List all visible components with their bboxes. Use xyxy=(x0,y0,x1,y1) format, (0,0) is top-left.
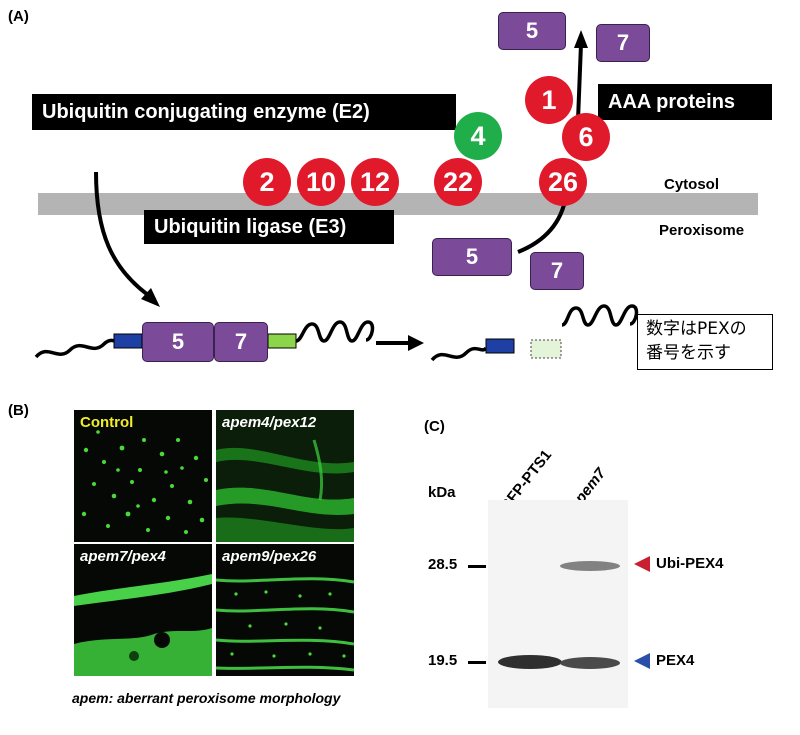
export-arrowhead xyxy=(574,30,588,48)
substrate-tail-left xyxy=(34,338,115,359)
marker-19-5-tick xyxy=(468,661,486,664)
pex4-label: PEX4 xyxy=(656,652,695,669)
pex7-box-exported: 7 xyxy=(596,24,650,62)
caption-definition: : aberrant peroxisome morphology xyxy=(108,690,341,706)
control-puncta xyxy=(81,430,208,534)
pex4-circle: 4 xyxy=(454,112,502,160)
released-green-tag xyxy=(530,339,562,359)
western-blot xyxy=(488,500,628,708)
substrate-coil-left xyxy=(295,320,375,343)
aaa-proteins-label: AAA proteins xyxy=(598,84,772,120)
micro-apem4: apem4/pex12 xyxy=(216,410,354,542)
panel-a-label: (A) xyxy=(8,8,29,25)
pex4-band-gfp xyxy=(498,655,562,669)
caption-apem: apem xyxy=(72,690,109,706)
pex5-box-peroxisome: 5 xyxy=(432,238,512,276)
ubi-pex4-label: Ubi-PEX4 xyxy=(656,555,724,572)
note-line-1: 数字はPEXの xyxy=(646,319,747,339)
pex6-circle: 6 xyxy=(562,113,610,161)
pex4-arrow-icon xyxy=(634,653,650,669)
degradation-arrowhead xyxy=(408,335,424,351)
micro-apem9: apem9/pex26 xyxy=(216,544,354,676)
micro-apem7: apem7/pex4 xyxy=(74,544,212,676)
micro-control: Control xyxy=(74,410,212,542)
pex12-circle: 12 xyxy=(351,158,399,206)
e2-label: Ubiquitin conjugating enzyme (E2) xyxy=(32,94,456,130)
e2-to-substrate-arrowhead xyxy=(141,288,160,307)
blue-tag-left xyxy=(113,333,143,349)
panel-b-label: (B) xyxy=(8,402,29,419)
apem4-cells xyxy=(216,410,354,542)
ubi-pex4-band xyxy=(560,561,620,571)
green-tag-left xyxy=(267,333,297,349)
pex5-box-exported: 5 xyxy=(498,12,566,50)
pex7-box-peroxisome: 7 xyxy=(530,252,584,290)
pex4-band-apem7 xyxy=(560,657,620,669)
marker-19-5: 19.5 xyxy=(428,652,458,669)
tile-apem4-label: apem4/pex12 xyxy=(222,414,317,431)
panel-b-caption: apem: aberrant peroxisome morphology xyxy=(72,690,340,706)
pex-number-note: 数字はPEXの 番号を示す xyxy=(637,314,773,370)
marker-28-5-tick xyxy=(468,565,486,568)
substrate-coil-right xyxy=(561,304,639,327)
tile-control-label: Control xyxy=(80,414,134,431)
substrate-pex5-box: 5 xyxy=(142,322,214,362)
substrate-tail-right xyxy=(430,346,488,362)
e3-label: Ubiquitin ligase (E3) xyxy=(144,210,394,244)
tile-apem7-label: apem7/pex4 xyxy=(80,548,166,565)
blue-tag-right xyxy=(485,338,515,354)
pex26-circle: 26 xyxy=(539,158,587,206)
panel-c-label: (C) xyxy=(424,418,445,435)
ubi-pex4-arrow-icon xyxy=(634,556,650,572)
pex22-circle: 22 xyxy=(434,158,482,206)
marker-28-5: 28.5 xyxy=(428,556,458,573)
peroxisome-label: Peroxisome xyxy=(659,222,745,239)
kda-unit: kDa xyxy=(428,484,456,501)
apem7-cells xyxy=(74,574,212,676)
substrate-pex7-box: 7 xyxy=(214,322,268,362)
cytosol-label: Cytosol xyxy=(664,176,720,193)
export-arrow-shaft xyxy=(576,43,583,121)
apem9-cells xyxy=(216,577,354,672)
note-line-2: 番号を示す xyxy=(646,343,731,363)
pex1-circle: 1 xyxy=(525,76,573,124)
tile-apem9-label: apem9/pex26 xyxy=(222,548,317,565)
pex10-circle: 10 xyxy=(297,158,345,206)
e2-to-substrate-arrow xyxy=(94,171,157,302)
pex2-circle: 2 xyxy=(243,158,291,206)
